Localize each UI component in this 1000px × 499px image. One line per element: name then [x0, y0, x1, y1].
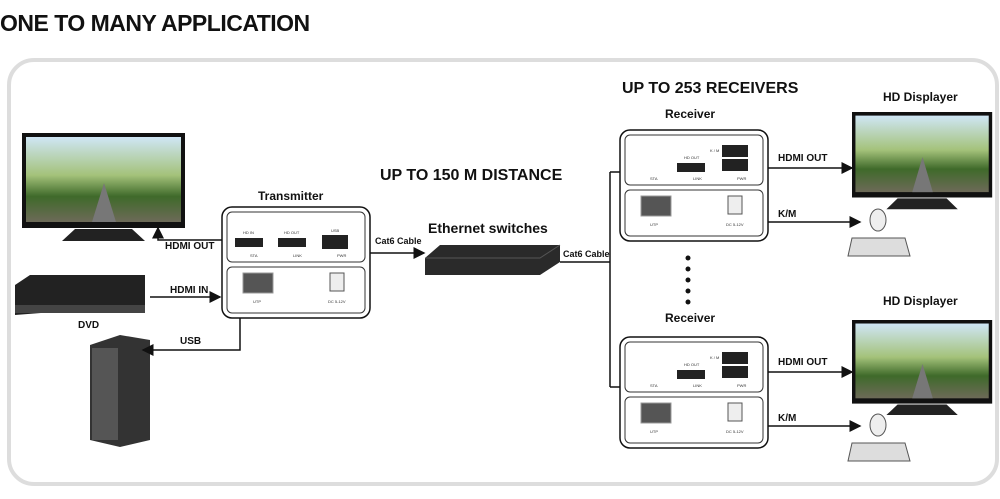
pc-tower: [90, 335, 150, 447]
display-tv-2: [852, 320, 993, 416]
svg-text:STA: STA: [250, 253, 258, 258]
svg-text:PWR: PWR: [737, 176, 746, 181]
more-receivers-dots: [685, 255, 691, 305]
display-tv-1: [852, 112, 993, 210]
r2-hdmi-out-label: HDMI OUT: [778, 357, 827, 368]
r1-hdmi-out-label: HDMI OUT: [778, 153, 827, 164]
svg-text:LINK: LINK: [693, 176, 702, 181]
transmitter-label: Transmitter: [258, 189, 324, 203]
receivers-label: UP TO 253 RECEIVERS: [622, 80, 799, 97]
svg-text:HD OUT: HD OUT: [284, 230, 300, 235]
receiver-device-2: HD OUT K / M STA LINK PWR UTP DC 5-12V: [619, 336, 769, 449]
cat6-label-1: Cat6 Cable: [375, 236, 422, 246]
ethernet-switch: [425, 244, 561, 275]
usb-label: USB: [180, 336, 201, 347]
svg-text:STA: STA: [650, 383, 658, 388]
svg-text:K / M: K / M: [710, 355, 719, 360]
transmitter-ports: HD IN HD OUT USB STA LINK PWR UTP DC 5-12V: [235, 228, 348, 304]
svg-text:UTP: UTP: [253, 299, 261, 304]
mouse-keyboard-1: [847, 208, 911, 257]
svg-text:USB: USB: [331, 228, 340, 233]
svg-text:STA: STA: [650, 176, 658, 181]
svg-text:LINK: LINK: [693, 383, 702, 388]
hdmi-out-label: HDMI OUT: [165, 241, 214, 252]
hd-displayer-label-1: HD Displayer: [883, 90, 958, 104]
svg-text:DC 5-12V: DC 5-12V: [328, 299, 346, 304]
hd-displayer-label-2: HD Displayer: [883, 294, 958, 308]
receiver-device-1: HD OUT K / M STA LINK PWR UTP DC 5-12V: [619, 129, 769, 242]
mouse-keyboard-2: [847, 413, 911, 462]
svg-text:HD OUT: HD OUT: [684, 155, 700, 160]
svg-text:DC 5-12V: DC 5-12V: [726, 429, 744, 434]
hdmi-in-label: HDMI IN: [170, 285, 208, 296]
transmitter-device: [221, 206, 371, 319]
panel-border: [7, 58, 999, 486]
receiver-label-2: Receiver: [665, 311, 715, 325]
svg-text:PWR: PWR: [337, 253, 346, 258]
r2-km-label: K/M: [778, 413, 796, 424]
svg-text:PWR: PWR: [737, 383, 746, 388]
svg-text:HD OUT: HD OUT: [684, 362, 700, 367]
switch-label: Ethernet switches: [428, 220, 548, 236]
dvd-player: [15, 275, 145, 315]
svg-text:K / M: K / M: [710, 148, 719, 153]
svg-text:LINK: LINK: [293, 253, 302, 258]
svg-text:DC 5-12V: DC 5-12V: [726, 222, 744, 227]
receiver-label-1: Receiver: [665, 107, 715, 121]
distance-label: UP TO 150 M DISTANCE: [380, 167, 563, 184]
svg-text:UTP: UTP: [650, 222, 658, 227]
dvd-label: DVD: [78, 320, 99, 331]
svg-text:UTP: UTP: [650, 429, 658, 434]
cat6-label-2: Cat6 Cable: [563, 249, 610, 259]
svg-text:HD IN: HD IN: [243, 230, 254, 235]
r1-km-label: K/M: [778, 209, 796, 220]
page-title: ONE TO MANY APPLICATION: [0, 10, 310, 36]
source-tv: [22, 133, 185, 241]
